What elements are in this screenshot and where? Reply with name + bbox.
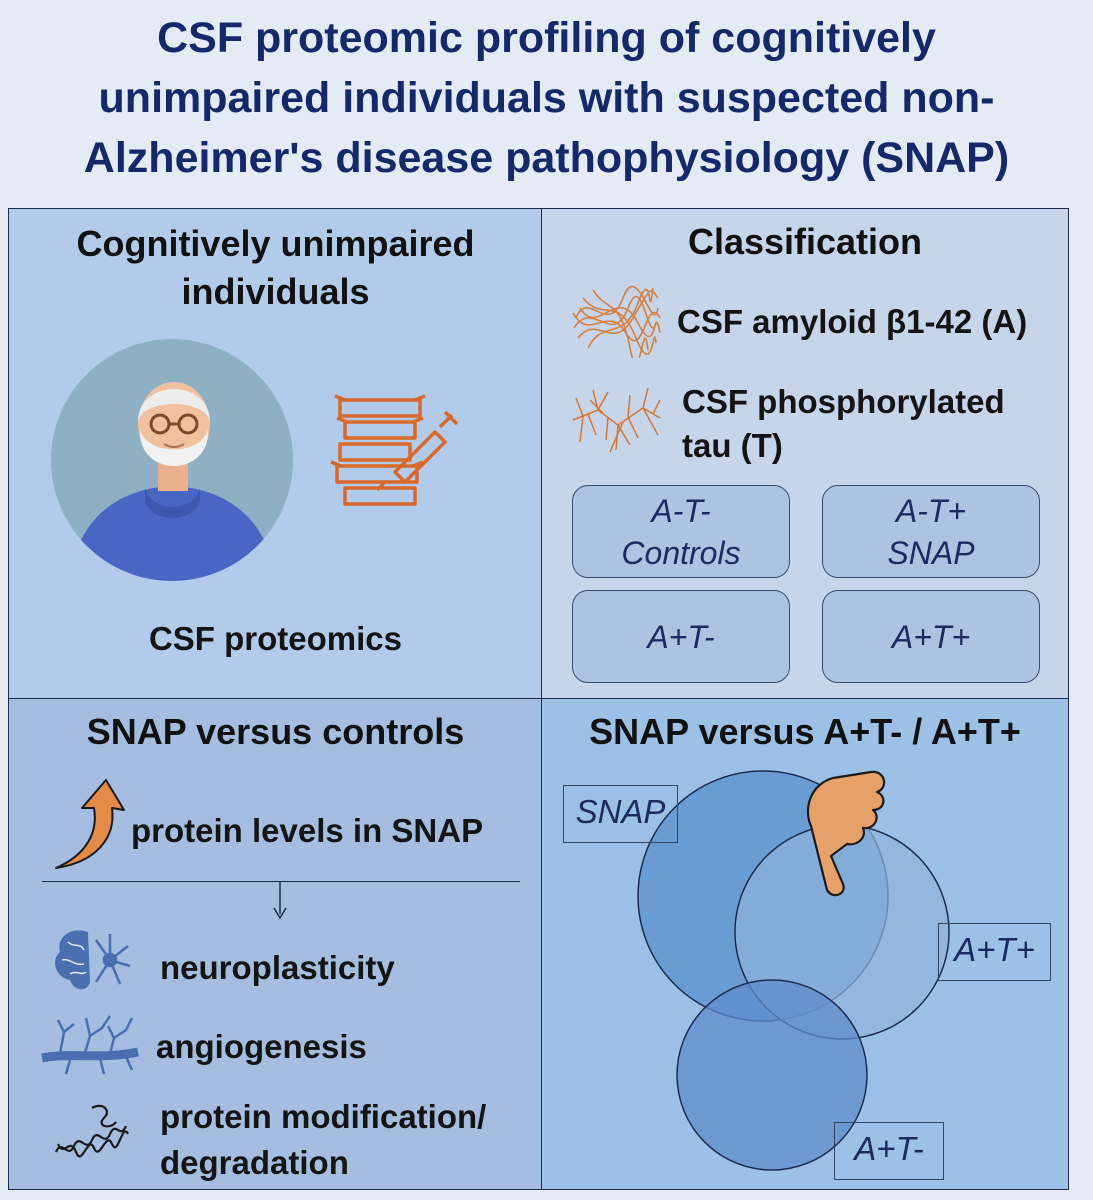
page-title: CSF proteomic profiling of cognitively u… [0,8,1093,188]
panel-bl-heading: SNAP versus controls [86,711,465,752]
item-angiogenesis: angiogenesis [156,1028,367,1065]
group-box-controls: A-T- Controls [572,485,790,578]
marker-amyloid: CSF amyloid β1-42 (A) [677,303,1028,340]
venn-label-atm: A+T- [834,1122,944,1180]
panel-snap-vs-controls [8,698,543,1190]
group-apos-tneg-label: A+T- [647,618,715,655]
section-divider [42,881,520,882]
panel-tr-heading: Classification [687,221,923,262]
group-snap-sublabel: SNAP [887,534,975,571]
item-protein-modification-line-2: degradation [160,1144,349,1181]
group-box-apos-tneg: A+T- [572,590,790,683]
title-line-2: unimpaired individuals with suspected no… [98,74,995,122]
marker-tau-line-1: CSF phosphorylated [682,383,1005,420]
item-protein-modification: protein modification/ degradation [160,1094,486,1186]
down-arrow-icon [273,882,287,920]
item-neuroplasticity: neuroplasticity [160,949,395,986]
amyloid-fibril-icon [572,285,661,358]
venn-circle-atm [676,979,868,1171]
group-controls-sublabel: Controls [621,534,741,571]
blood-vessel-icon [41,1015,139,1075]
venn-diagram [637,770,950,1171]
brain-neuron-icon [55,930,131,990]
group-controls-label: A-T- [651,492,711,529]
title-line-1: CSF proteomic profiling of cognitively [157,14,936,62]
title-line-3: Alzheimer's disease pathophysiology (SNA… [83,134,1010,182]
panel-tl-heading: Cognitively unimpaired individuals [8,220,543,316]
marker-tau-line-2: tau (T) [682,427,783,464]
panel-tl-heading-line-2: individuals [181,271,370,312]
venn-label-snap: SNAP [563,785,678,843]
group-box-apos-tpos: A+T+ [822,590,1040,683]
pointing-hand-icon [806,770,886,897]
venn-label-atp: A+T+ [938,923,1051,981]
item-protein-modification-line-1: protein modification/ [160,1098,487,1135]
spine-syringe-icon [330,394,459,506]
group-snap-label: A-T+ [895,492,967,529]
increase-text: protein levels in SNAP [131,812,484,849]
csf-proteomics-caption: CSF proteomics [148,620,403,657]
protein-helix-icon [54,1104,129,1158]
tau-tangle-icon [572,387,661,453]
panel-br-heading: SNAP versus A+T- / A+T+ [589,711,1021,752]
increase-arrow-icon [55,779,125,869]
group-apos-tpos-label: A+T+ [891,618,971,655]
elderly-man-avatar [51,339,293,581]
panel-tl-heading-line-1: Cognitively unimpaired [76,223,475,264]
marker-tau: CSF phosphorylated tau (T) [682,380,1005,468]
group-box-snap: A-T+ SNAP [822,485,1040,578]
